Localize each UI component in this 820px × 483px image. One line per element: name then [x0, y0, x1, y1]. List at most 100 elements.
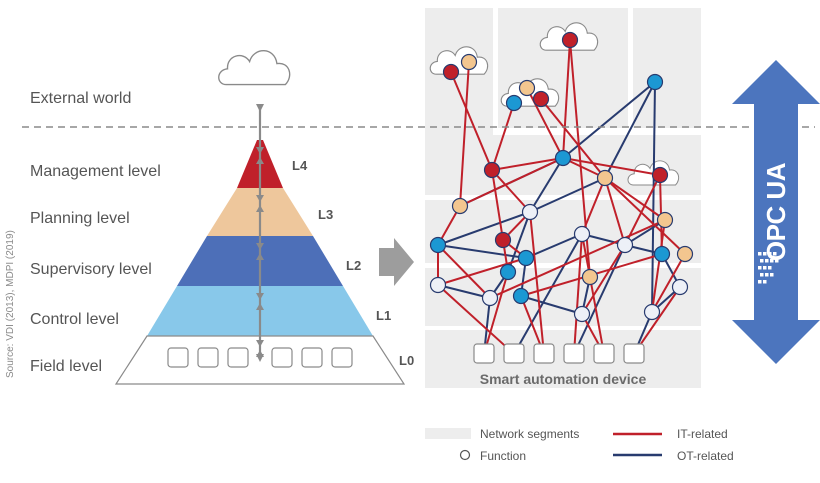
ot-link	[520, 295, 583, 315]
smart-device-label: Smart automation device	[480, 371, 647, 387]
function-node	[442, 63, 460, 81]
function-node	[429, 276, 447, 294]
it-link	[624, 174, 661, 246]
function-node	[521, 203, 539, 221]
source-note: Source: VDI (2013), MDPI (2019)	[5, 230, 16, 378]
level-name-l1: Control level	[30, 311, 119, 328]
opc-logo-dot	[765, 273, 769, 277]
it-link	[589, 276, 605, 355]
function-node	[596, 169, 614, 187]
opc-logo-dot	[758, 266, 762, 270]
field-device-boxes	[167, 347, 353, 368]
level-code-l2: L2	[346, 258, 361, 273]
ot-link	[529, 177, 606, 213]
it-link	[651, 219, 666, 313]
opc-logo-dot	[758, 252, 762, 256]
ot-link	[437, 284, 491, 299]
legend-segment-swatch	[425, 428, 471, 439]
function-node	[451, 197, 469, 215]
function-node	[573, 305, 591, 323]
field-device	[331, 347, 353, 368]
function-node	[671, 278, 689, 296]
level-link-arrows	[256, 147, 264, 357]
it-link	[459, 157, 564, 207]
ot-link	[437, 244, 527, 259]
opc-logo-dot	[760, 273, 764, 277]
function-node	[460, 53, 478, 71]
opc-logo-dot	[770, 259, 774, 263]
legend-segments-label: Network segments	[480, 427, 579, 441]
ot-link	[525, 233, 583, 259]
function-node	[651, 166, 669, 184]
opc-logo-dot	[760, 259, 764, 263]
ot-link	[604, 81, 656, 179]
level-arrow-icon	[256, 293, 264, 310]
it-link	[604, 177, 686, 255]
it-link	[581, 244, 626, 315]
opc-logo-dot	[765, 259, 769, 263]
field-device	[197, 347, 219, 368]
it-link	[491, 169, 531, 213]
it-link	[562, 39, 571, 159]
function-node	[532, 90, 550, 108]
opc-logo-dot	[768, 266, 772, 270]
it-link	[529, 211, 545, 355]
network-functions	[429, 31, 694, 323]
level-arrow-icon	[256, 147, 264, 164]
function-node	[573, 225, 591, 243]
function-node	[494, 231, 512, 249]
it-link	[459, 61, 470, 207]
opc-ua-logo-dots	[758, 252, 779, 284]
opc-ua-double-arrow	[732, 60, 820, 364]
device-port	[533, 343, 555, 364]
legend: Network segments Function IT-related OT-…	[425, 427, 734, 463]
level-code-l3: L3	[318, 207, 333, 222]
transition-arrow	[379, 238, 414, 286]
it-link	[491, 102, 515, 171]
opc-logo-dot	[763, 252, 767, 256]
function-node	[646, 73, 664, 91]
opc-logo-dot	[763, 266, 767, 270]
function-node	[653, 245, 671, 263]
level-name-l2: Supervisory level	[30, 261, 152, 278]
device-port	[503, 343, 525, 364]
legend-it-label: IT-related	[677, 427, 728, 441]
it-link	[540, 98, 606, 179]
it-link	[573, 233, 583, 355]
it-link	[562, 157, 661, 176]
it-link	[581, 177, 606, 235]
opc-logo-dot	[768, 252, 772, 256]
opc-ua-arrow: OPC UA	[732, 60, 820, 364]
ot-link	[651, 81, 656, 313]
function-node	[481, 289, 499, 307]
network-segment	[633, 8, 701, 128]
field-device	[167, 347, 189, 368]
ot-link	[513, 233, 583, 355]
function-node	[616, 236, 634, 254]
function-node	[656, 211, 674, 229]
level-arrow-icon	[256, 340, 264, 357]
opc-logo-dot	[775, 259, 779, 263]
level-arrow-icon	[256, 243, 264, 260]
field-device	[301, 347, 323, 368]
it-link	[651, 253, 686, 313]
function-node	[554, 149, 572, 167]
opc-logo-dot	[758, 280, 762, 284]
function-node	[505, 94, 523, 112]
automation-pyramid	[114, 140, 406, 385]
opc-logo-dot	[773, 252, 777, 256]
function-node	[483, 161, 501, 179]
device-port	[623, 343, 645, 364]
function-node	[518, 79, 536, 97]
function-node	[517, 249, 535, 267]
it-link	[489, 219, 666, 299]
field-device	[227, 347, 249, 368]
it-link	[491, 169, 504, 241]
level-code-l1: L1	[376, 308, 391, 323]
level-name-l4: Management level	[30, 163, 161, 180]
external-world-label: External world	[30, 90, 131, 107]
ot-link	[437, 211, 531, 246]
level-code-l4: L4	[292, 158, 308, 173]
function-node	[676, 245, 694, 263]
